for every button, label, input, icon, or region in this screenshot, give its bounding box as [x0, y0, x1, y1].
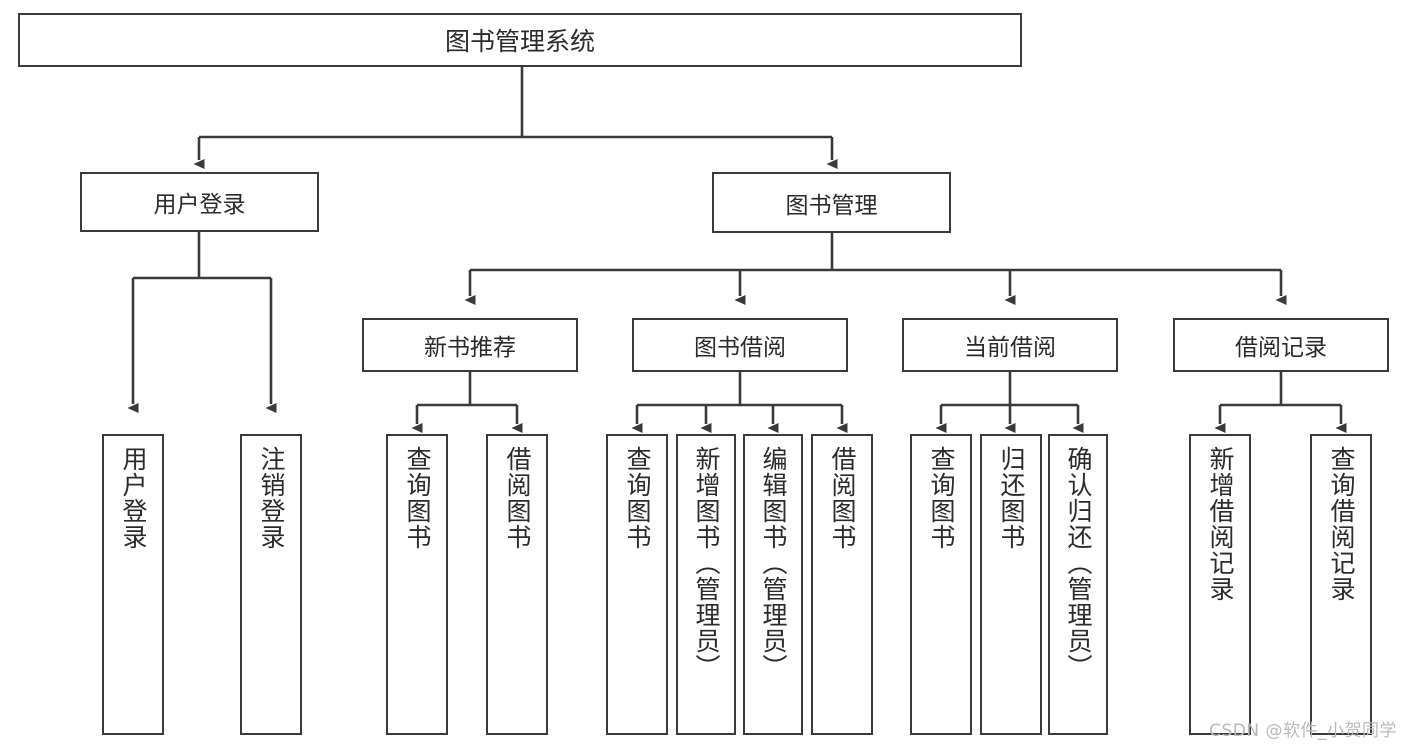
leaf-newbook-query-book[interactable]: 查询图书 [386, 434, 448, 735]
node-book-management-label: 图书管理 [785, 192, 878, 219]
leaf-borrow-query-book[interactable]: 查询图书 [606, 434, 668, 735]
node-borrow-record[interactable]: 借阅记录 [1173, 318, 1389, 372]
node-borrow-record-label: 借阅记录 [1235, 335, 1327, 361]
leaf-record-query-record[interactable]: 查询借阅记录 [1310, 434, 1372, 735]
leaf-current-confirm-return-admin-label: 确认归还（管理员） [1064, 446, 1093, 680]
leaf-current-return-book[interactable]: 归还图书 [980, 434, 1042, 735]
leaf-borrow-edit-book-admin-label: 编辑图书（管理员） [759, 446, 788, 680]
leaf-borrow-borrow-book[interactable]: 借阅图书 [811, 434, 873, 735]
leaf-current-confirm-return-admin[interactable]: 确认归还（管理员） [1048, 434, 1108, 735]
leaf-current-query-book[interactable]: 查询图书 [910, 434, 972, 735]
leaf-newbook-borrow-book-label: 借阅图书 [503, 446, 532, 550]
node-user-login-label: 用户登录 [153, 192, 246, 218]
node-new-book-recommend[interactable]: 新书推荐 [362, 318, 578, 372]
leaf-borrow-query-book-label: 查询图书 [623, 446, 652, 550]
leaf-logout-label: 注销登录 [257, 446, 286, 550]
node-current-borrow[interactable]: 当前借阅 [902, 318, 1118, 372]
node-root-label: 图书管理系统 [444, 27, 595, 56]
leaf-record-add-record[interactable]: 新增借阅记录 [1189, 434, 1251, 735]
node-current-borrow-label: 当前借阅 [964, 335, 1056, 361]
leaf-user-login[interactable]: 用户登录 [102, 434, 164, 735]
leaf-borrow-add-book-admin-label: 新增图书（管理员） [692, 446, 721, 680]
leaf-current-query-book-label: 查询图书 [927, 446, 956, 550]
node-new-book-recommend-label: 新书推荐 [424, 335, 516, 361]
leaf-borrow-edit-book-admin[interactable]: 编辑图书（管理员） [743, 434, 803, 735]
leaf-user-login-label: 用户登录 [119, 446, 148, 550]
node-book-borrow[interactable]: 图书借阅 [632, 318, 848, 372]
leaf-record-add-record-label: 新增借阅记录 [1206, 446, 1235, 602]
node-book-borrow-label: 图书借阅 [694, 335, 786, 361]
leaf-newbook-borrow-book[interactable]: 借阅图书 [486, 434, 548, 735]
leaf-current-return-book-label: 归还图书 [997, 446, 1026, 550]
leaf-borrow-borrow-book-label: 借阅图书 [828, 446, 857, 550]
node-book-management[interactable]: 图书管理 [712, 172, 951, 233]
node-root[interactable]: 图书管理系统 [18, 13, 1022, 67]
node-user-login[interactable]: 用户登录 [80, 172, 319, 232]
leaf-record-query-record-label: 查询借阅记录 [1327, 446, 1356, 602]
leaf-borrow-add-book-admin[interactable]: 新增图书（管理员） [676, 434, 736, 735]
leaf-newbook-query-book-label: 查询图书 [403, 446, 432, 550]
leaf-logout[interactable]: 注销登录 [240, 434, 302, 735]
